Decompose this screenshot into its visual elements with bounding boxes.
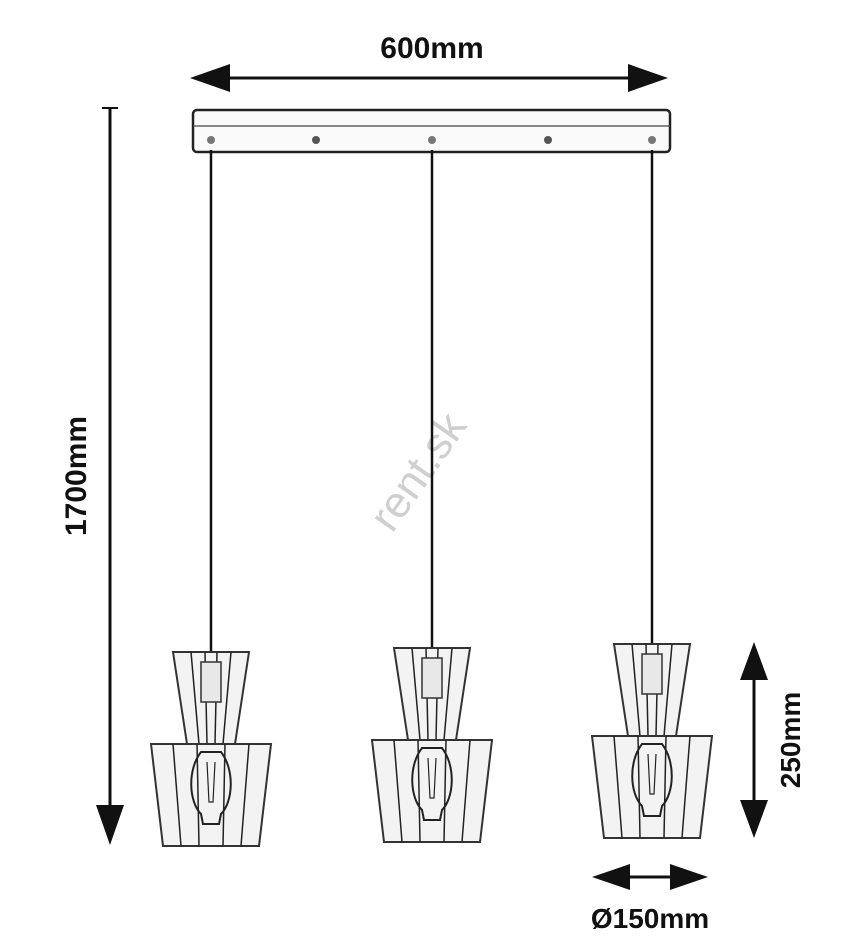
diameter-dimension: Ø150mm <box>591 864 709 934</box>
suspension-cords <box>209 150 654 652</box>
watermark: rent.sk <box>360 403 476 540</box>
lamp-shade-center <box>371 647 493 843</box>
height-dimension: 1700mm <box>60 107 124 845</box>
shade-height-dimension: 250mm <box>740 642 806 838</box>
width-dimension: 600mm <box>190 32 668 92</box>
height-label: 1700mm <box>60 416 93 536</box>
diameter-label: Ø150mm <box>591 903 709 934</box>
lamp-shade-right <box>591 643 713 839</box>
ceiling-canopy <box>191 108 672 154</box>
shade-height-label: 250mm <box>775 692 806 789</box>
lamp-shade-left <box>150 651 272 847</box>
width-label: 600mm <box>380 32 483 65</box>
